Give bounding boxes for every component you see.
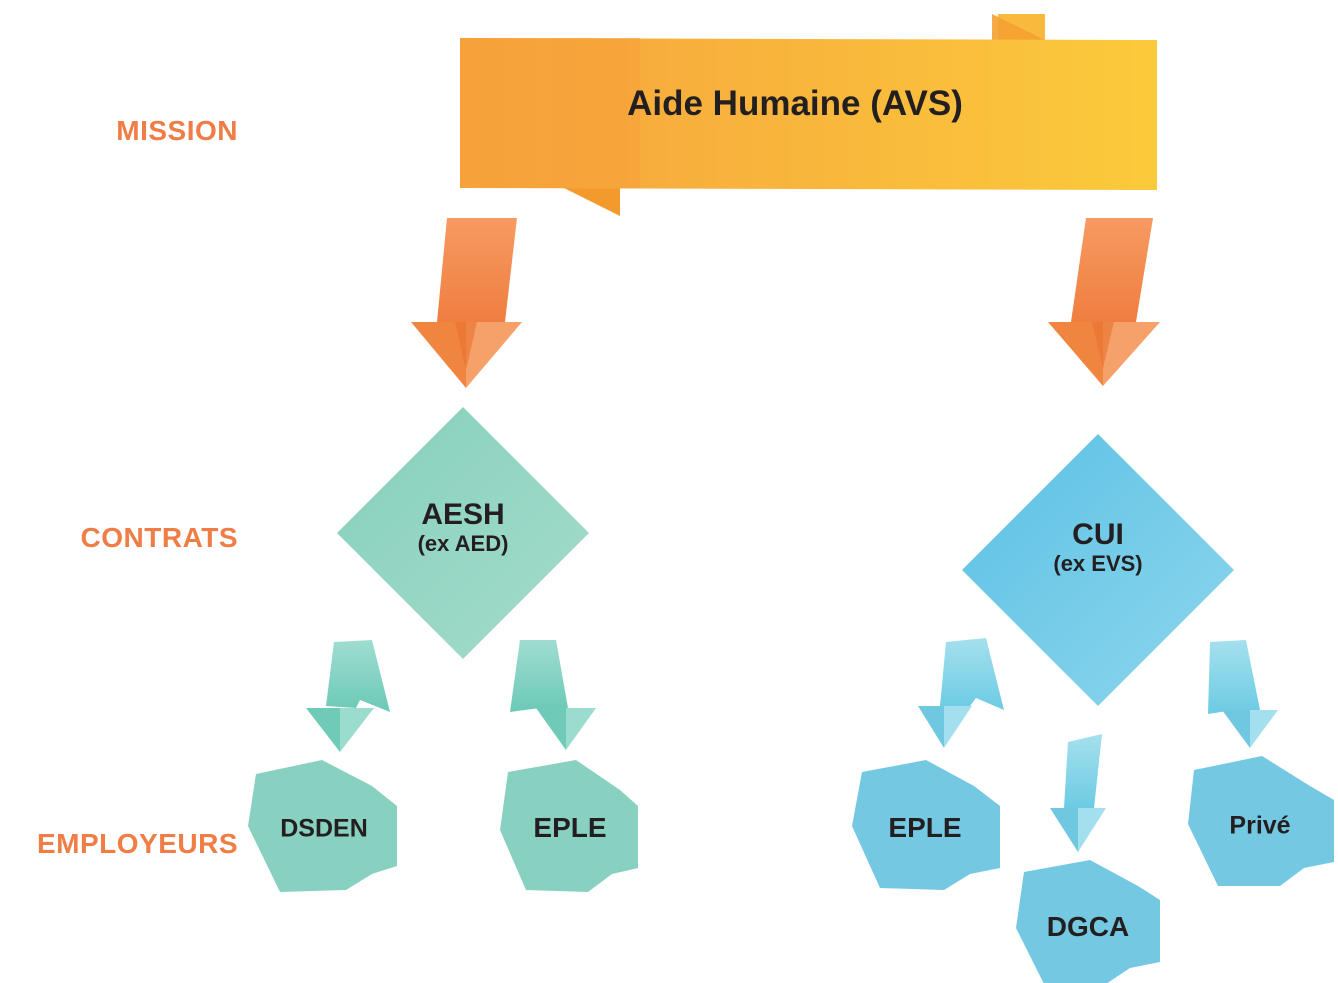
- employer-shape-eple-aesh: [500, 760, 638, 892]
- employer-shape-prive: [1188, 756, 1334, 886]
- teal-arrow-aesh-right: [510, 640, 596, 750]
- contract-cui: CUI (ex EVS): [1053, 519, 1142, 577]
- contract-aesh: AESH (ex AED): [418, 499, 509, 557]
- contract-aesh-name: AESH: [421, 498, 505, 531]
- orange-arrow-left: [411, 218, 522, 388]
- row-label-contracts: CONTRATS: [80, 522, 238, 553]
- blue-arrow-cui-left: [918, 638, 1004, 748]
- contract-cui-name: CUI: [1072, 518, 1124, 551]
- row-label-mission: MISSION: [116, 115, 238, 146]
- mission-banner: [460, 14, 1157, 216]
- row-label-employers: EMPLOYEURS: [36, 828, 238, 859]
- employer-shape-dgca: [1016, 860, 1160, 983]
- contract-cui-sub: (ex EVS): [1053, 551, 1143, 576]
- mission-title: Aide Humaine (AVS): [627, 84, 963, 123]
- employer-shape-dsden: [248, 760, 397, 892]
- contract-aesh-sub: (ex AED): [417, 531, 509, 556]
- employer-eple-cui: EPLE: [888, 812, 962, 843]
- blue-arrow-cui-center: [1050, 734, 1106, 852]
- teal-arrow-aesh-left: [306, 640, 390, 752]
- aesh-diamond: [337, 407, 589, 659]
- employer-dgca: DGCA: [1046, 911, 1130, 942]
- employer-prive: Privé: [1229, 811, 1291, 840]
- employer-eple-aesh: EPLE: [533, 812, 607, 843]
- employer-shape-eple-cui: [852, 760, 1000, 890]
- blue-arrow-cui-right: [1208, 640, 1278, 748]
- employer-dsden: DSDEN: [280, 814, 368, 843]
- orange-arrow-right: [1048, 218, 1160, 386]
- cui-diamond: [962, 434, 1234, 706]
